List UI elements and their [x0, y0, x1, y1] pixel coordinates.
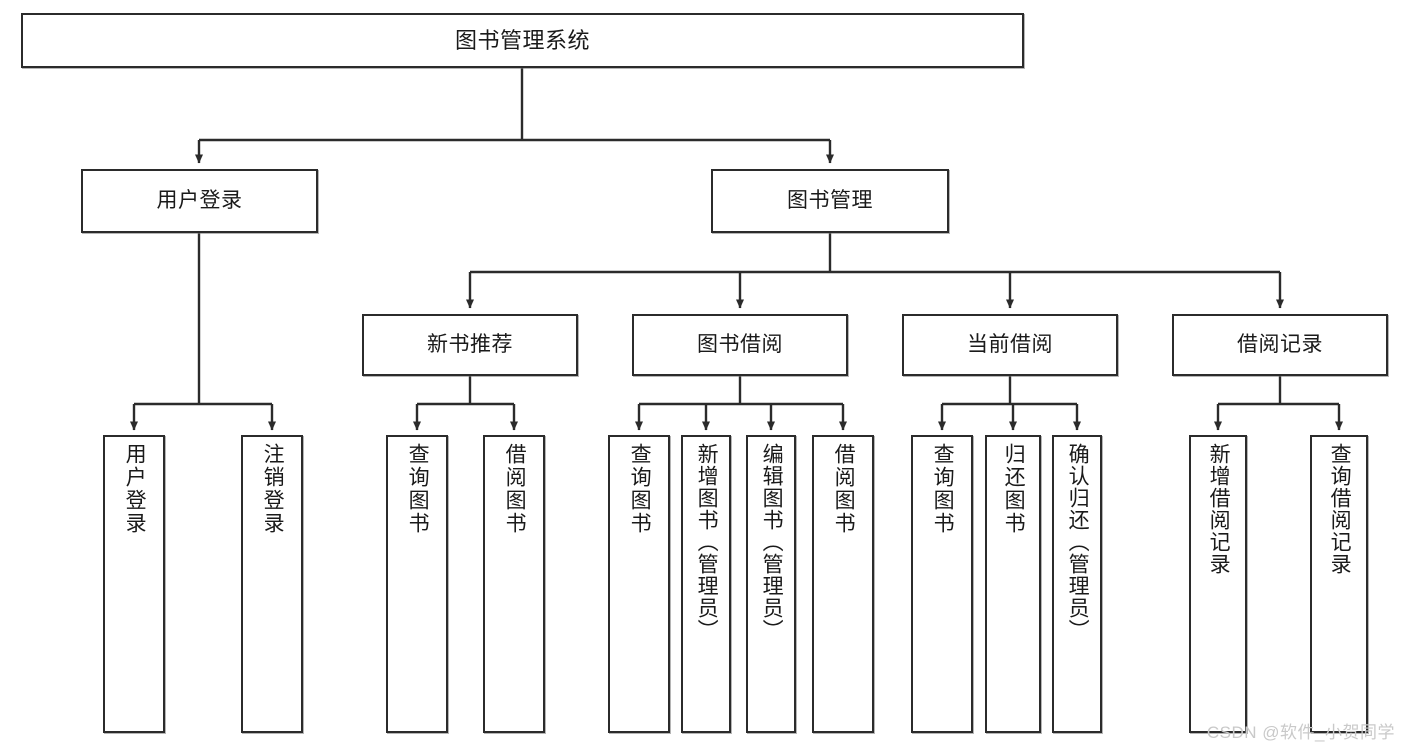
node-leaf-edit-book-admin[interactable]: 编辑图书（管理员） — [746, 435, 796, 733]
node-label: 用户登录 — [123, 443, 147, 535]
node-label: 借阅记录 — [1237, 332, 1323, 356]
node-label: 借阅图书 — [503, 443, 527, 535]
node-label: 新书推荐 — [427, 332, 513, 356]
node-label: 新增借阅记录 — [1207, 443, 1231, 575]
node-label: 图书管理 — [787, 188, 873, 212]
node-leaf-confirm-return-admin[interactable]: 确认归还（管理员） — [1052, 435, 1102, 733]
node-leaf-add-borrow-record[interactable]: 新增借阅记录 — [1189, 435, 1247, 733]
node-label: 当前借阅 — [967, 332, 1053, 356]
node-leaf-borrow-book[interactable]: 借阅图书 — [812, 435, 874, 733]
node-leaf-user-login[interactable]: 用户登录 — [103, 435, 165, 733]
node-leaf-query-book-borrow[interactable]: 查询图书 — [608, 435, 670, 733]
node-book-management[interactable]: 图书管理 — [711, 169, 949, 233]
node-label: 借阅图书 — [832, 443, 856, 535]
node-leaf-borrow-book-recommend[interactable]: 借阅图书 — [483, 435, 545, 733]
node-label: 查询图书 — [628, 443, 652, 535]
node-leaf-user-logout[interactable]: 注销登录 — [241, 435, 303, 733]
node-label: 用户登录 — [156, 188, 243, 212]
node-label: 查询图书 — [931, 443, 955, 535]
node-borrow-record[interactable]: 借阅记录 — [1172, 314, 1388, 376]
node-label: 归还图书 — [1002, 443, 1026, 535]
node-book-borrow[interactable]: 图书借阅 — [632, 314, 848, 376]
node-root-library-management-system[interactable]: 图书管理系统 — [21, 13, 1024, 68]
node-new-book-recommend[interactable]: 新书推荐 — [362, 314, 578, 376]
node-label: 编辑图书（管理员） — [760, 443, 784, 641]
node-leaf-query-book-recommend[interactable]: 查询图书 — [386, 435, 448, 733]
csdn-watermark: CSDN @软件_小贺同学 — [1206, 723, 1395, 742]
node-leaf-query-borrow-record[interactable]: 查询借阅记录 — [1310, 435, 1368, 733]
node-label: 查询图书 — [406, 443, 430, 535]
node-leaf-return-book[interactable]: 归还图书 — [985, 435, 1041, 733]
node-leaf-add-book-admin[interactable]: 新增图书（管理员） — [681, 435, 731, 733]
node-label: 图书借阅 — [697, 332, 783, 356]
node-leaf-query-book-current[interactable]: 查询图书 — [911, 435, 973, 733]
node-user-login[interactable]: 用户登录 — [81, 169, 318, 233]
node-label: 新增图书（管理员） — [695, 443, 719, 641]
node-label: 确认归还（管理员） — [1066, 443, 1090, 641]
node-label: 查询借阅记录 — [1328, 443, 1352, 575]
node-label: 注销登录 — [261, 443, 285, 535]
node-label: 图书管理系统 — [454, 27, 590, 53]
node-current-borrow[interactable]: 当前借阅 — [902, 314, 1118, 376]
